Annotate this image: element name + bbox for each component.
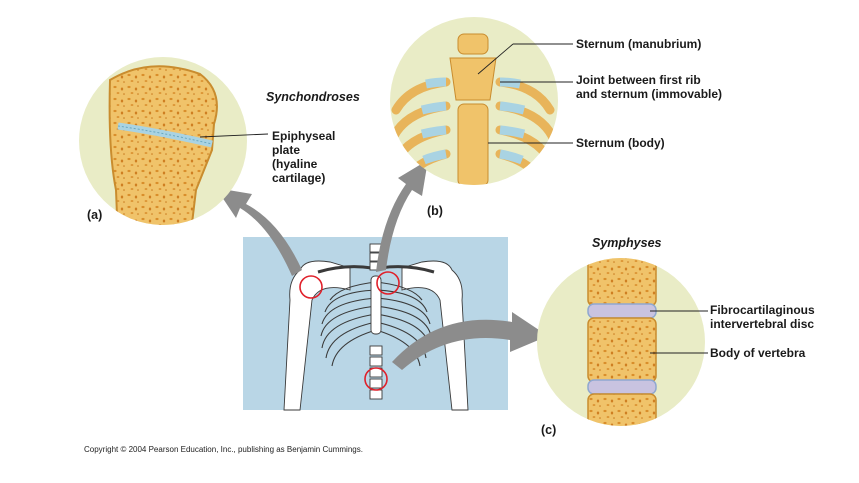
inset-b xyxy=(390,17,558,185)
heading-synchondroses: Synchondroses xyxy=(266,90,360,104)
label-sternum-body: Sternum (body) xyxy=(576,136,665,150)
rib-cage xyxy=(320,281,432,367)
marker-first-rib xyxy=(376,271,400,295)
long-bone-end xyxy=(108,65,218,225)
label-fibrocartilaginous-disc: Fibrocartilaginous intervertebral disc xyxy=(710,303,815,331)
panel-c-label: (c) xyxy=(541,423,557,437)
lower-vertebra xyxy=(587,393,657,426)
pointer-arrows xyxy=(216,160,548,370)
panel-b-label: (b) xyxy=(427,204,443,218)
torso-sternum xyxy=(370,275,382,335)
leader-manubrium-a xyxy=(477,43,514,75)
inset-a xyxy=(79,57,247,225)
middle-vertebra xyxy=(587,317,657,383)
sternum-body xyxy=(457,103,489,185)
lower-disc xyxy=(587,379,657,395)
upper-vertebra xyxy=(587,258,657,307)
arrow-to-b xyxy=(376,160,428,272)
inset-c xyxy=(537,258,705,426)
leader-epiphyseal xyxy=(199,133,269,138)
marker-humerus xyxy=(299,275,323,299)
label-body-of-vertebra: Body of vertebra xyxy=(710,346,806,360)
label-sternum-manubrium: Sternum (manubrium) xyxy=(576,37,702,51)
copyright-notice: Copyright © 2004 Pearson Education, Inc.… xyxy=(84,445,363,454)
spine xyxy=(369,243,383,400)
marker-vertebra xyxy=(364,367,388,391)
clavicular-notch xyxy=(457,33,489,55)
panel-a-label: (a) xyxy=(87,208,103,222)
left-shoulder-arm xyxy=(401,260,469,411)
arrow-to-c xyxy=(392,312,548,370)
heading-symphyses: Symphyses xyxy=(592,236,662,250)
right-shoulder-arm xyxy=(283,260,351,411)
label-joint-first-rib: Joint between first rib and sternum (imm… xyxy=(576,73,723,101)
label-epiphyseal-plate: Epiphyseal plate (hyaline cartilage) xyxy=(272,129,336,185)
leader-lines xyxy=(199,43,708,354)
inset-b-costal-cartilage xyxy=(420,77,526,165)
right-clavicle xyxy=(317,265,373,274)
upper-disc xyxy=(587,303,657,319)
arrow-to-a xyxy=(216,188,302,276)
